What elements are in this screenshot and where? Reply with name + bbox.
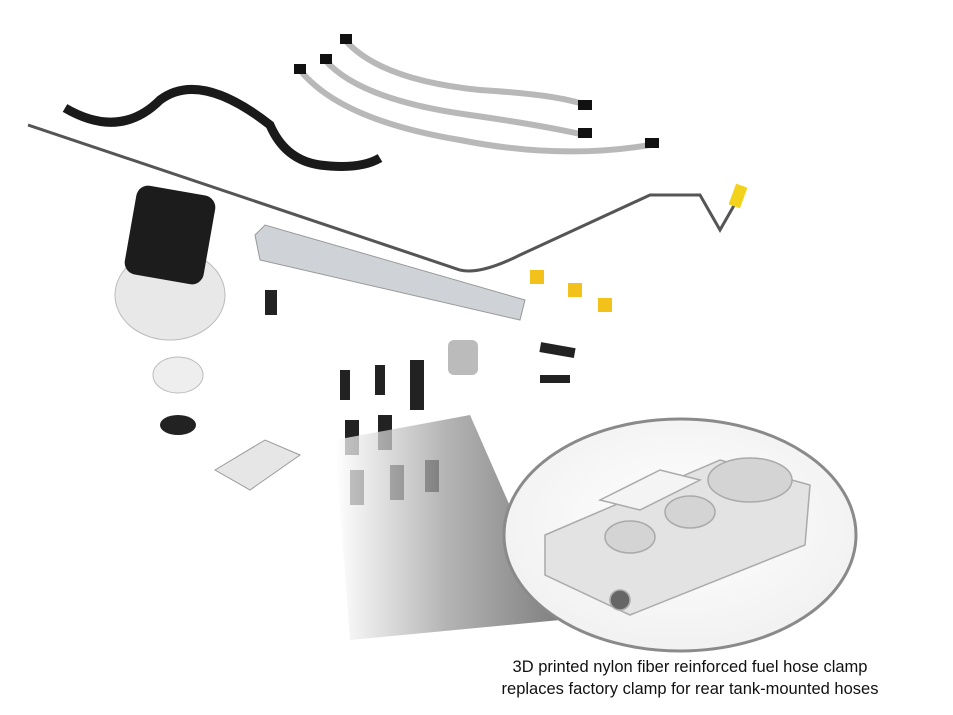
fuel-pump: [114, 185, 226, 435]
callout-magnifier: [502, 417, 858, 653]
callout-beam: [335, 415, 560, 640]
caption-line-1: 3D printed nylon fiber reinforced fuel h…: [512, 658, 868, 676]
yellow-clips: [530, 270, 612, 312]
line-fittings: [294, 34, 659, 148]
hard-fuel-line: [27, 123, 742, 273]
clamp-closeup: [544, 457, 811, 616]
caption-line-2: replaces factory clamp for rear tank-mou…: [501, 680, 879, 698]
caption: 3D printed nylon fiber reinforced fuel h…: [470, 656, 910, 700]
fuel-pressure-regulator: [448, 340, 478, 375]
braided-fuel-lines: [297, 37, 651, 155]
vent-hose: [62, 84, 383, 171]
fuel-rail: [254, 224, 526, 321]
hard-line-end-cap: [728, 183, 748, 209]
small-hose-clamp: [214, 439, 302, 491]
